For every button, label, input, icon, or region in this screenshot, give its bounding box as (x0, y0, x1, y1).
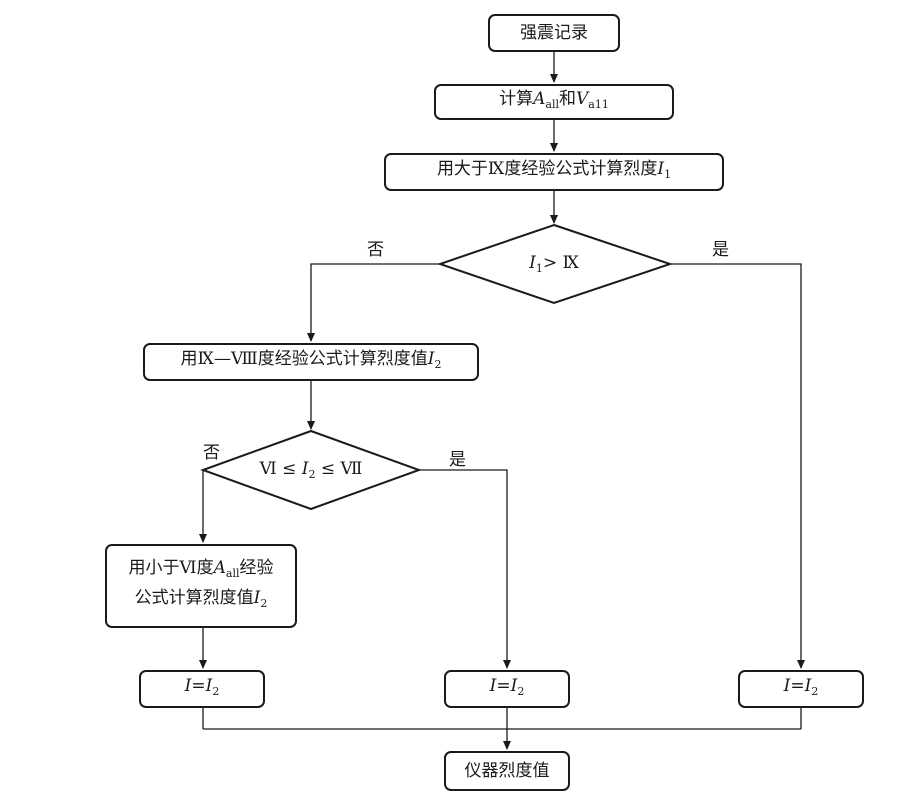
node-assign-right: I=I2 (738, 670, 864, 708)
edge-label-dec2-no: 否 (203, 443, 220, 463)
node-calc-i2-low-line2: 公式计算烈度值I2 (134, 588, 268, 610)
decision-diamond-1 (436, 223, 674, 305)
edge-label-dec2-yes: 是 (449, 450, 466, 470)
node-calc-i1: 用大于Ⅸ度经验公式计算烈度I1 (384, 153, 724, 191)
edge-dec1-yes (670, 263, 805, 669)
decision-diamond-2 (200, 429, 422, 511)
node-calc-i2-mid: 用Ⅸ—Ⅷ度经验公式计算烈度值I2 (143, 343, 479, 381)
edge-dec1-no (307, 263, 440, 342)
edge-dec2-yes (419, 469, 511, 669)
node-start-text: 强震记录 (520, 23, 588, 43)
node-end-text: 仪器烈度值 (464, 761, 550, 781)
node-end: 仪器烈度值 (444, 751, 570, 791)
decision-2-text: Ⅵ ≤ I2 ≤ Ⅶ (259, 459, 363, 481)
node-calc-i2-low-line1: 用小于Ⅵ度Aall经验 (128, 558, 274, 580)
node-calc-i2-mid-text: 用Ⅸ—Ⅷ度经验公式计算烈度值I2 (180, 349, 442, 371)
edge-label-dec1-yes: 是 (712, 240, 729, 260)
node-calc-i1-text: 用大于Ⅸ度经验公式计算烈度I1 (436, 159, 672, 181)
node-calc: 计算Aall和Va11 (434, 84, 674, 120)
node-assign-mid: I=I2 (444, 670, 570, 708)
decision-1-text: I1> Ⅸ (529, 253, 579, 275)
node-start: 强震记录 (488, 14, 620, 52)
node-assign-left: I=I2 (139, 670, 265, 708)
node-calc-text: 计算Aall和Va11 (499, 89, 609, 111)
edge-label-dec1-no: 否 (367, 240, 384, 260)
node-calc-i2-low: 用小于Ⅵ度Aall经验 公式计算烈度值I2 (105, 544, 297, 628)
